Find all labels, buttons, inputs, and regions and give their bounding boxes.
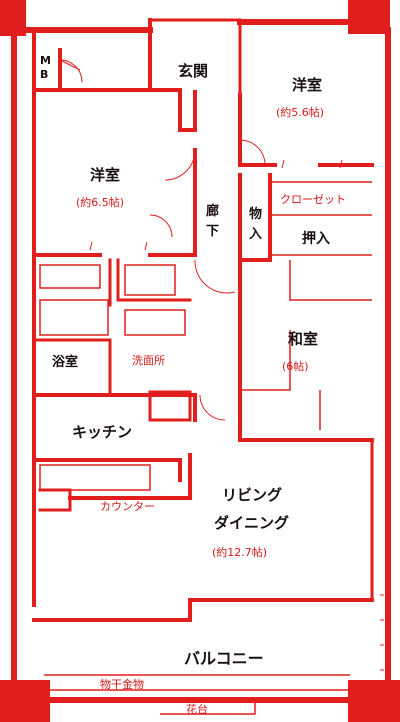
label-western-room-2: 洋室 [90, 166, 120, 184]
label-living-1: リビング [222, 486, 282, 504]
label-corridor-2: 下 [206, 224, 219, 239]
label-storage-1: 物 [249, 206, 262, 222]
label-western-room-2-size: (約6.5帖) [76, 195, 124, 209]
label-washroom: 洗面所 [132, 354, 165, 367]
dimension-ticks [89, 159, 384, 671]
label-counter: カウンター [100, 500, 155, 513]
label-oshiire: 押入 [302, 230, 330, 247]
label-corridor-1: 廊 [206, 203, 219, 219]
label-balcony: バルコニー [184, 649, 264, 668]
label-bath: 浴室 [52, 354, 78, 370]
label-mb-2: B [40, 68, 48, 81]
label-mb-1: M [40, 54, 51, 67]
label-kitchen: キッチン [72, 423, 132, 441]
room-labels: M B 玄関 洋室 (約5.6帖) 洋室 (約6.5帖) 廊 下 クローゼット … [40, 54, 346, 716]
label-entrance: 玄関 [178, 62, 208, 80]
label-closet: クローゼット [280, 193, 346, 206]
label-japanese-room-size: (6帖) [282, 360, 309, 373]
label-living-2: ダイニング [214, 514, 289, 532]
label-western-room-1-size: (約5.6帖) [276, 105, 324, 119]
label-porch-note: 物干金物 [100, 677, 144, 691]
interior-walls [32, 18, 374, 715]
label-living-size: (約12.7帖) [212, 545, 267, 559]
label-japanese-room: 和室 [288, 330, 318, 348]
door-swings [59, 59, 266, 421]
label-flower-box: 花台 [186, 702, 208, 716]
label-western-room-1: 洋室 [292, 76, 322, 94]
label-storage-2: 入 [249, 227, 262, 242]
